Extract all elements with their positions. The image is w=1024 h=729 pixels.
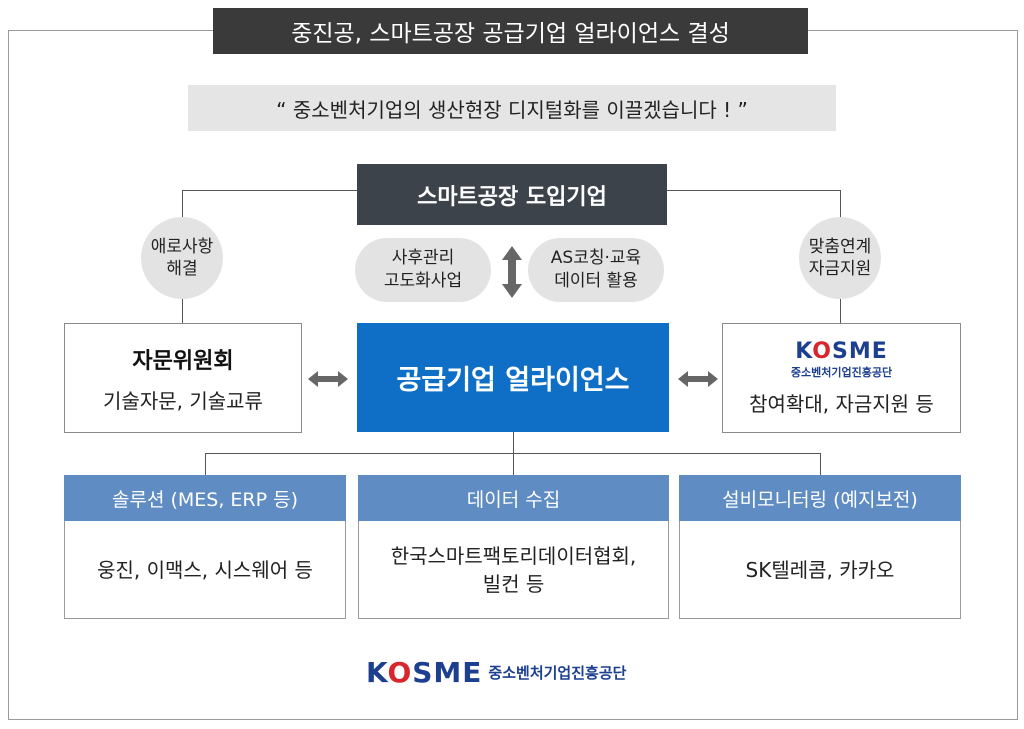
double-arrow-icon: [308, 371, 348, 387]
column-text: 한국스마트팩토리데이터협회,: [390, 543, 637, 568]
column-header: 데이터 수집: [358, 475, 669, 521]
connector-line: [667, 190, 841, 191]
connector-line: [182, 190, 183, 220]
diagram-title: 중진공, 스마트공장 공급기업 얼라이언스 결성: [213, 8, 808, 54]
pill-text: 사후관리: [391, 248, 455, 268]
connector-line: [205, 453, 206, 475]
kosme-name: 중소벤처기업진흥공단: [790, 366, 893, 379]
double-arrow-icon: [678, 371, 718, 387]
footer-kosme-name: 중소벤처기업진흥공단: [488, 664, 627, 682]
pill-text: AS코칭·교육: [550, 248, 642, 268]
column-header: 설비모니터링 (예지보전): [679, 475, 961, 521]
column-header: 솔루션 (MES, ERP 등): [64, 475, 346, 521]
connector-line: [513, 432, 514, 453]
advisory-title: 자문위원회: [132, 348, 234, 374]
kosme-logo: KOSME: [795, 339, 888, 364]
column-body: 한국스마트팩토리데이터협회, 빌컨 등: [358, 521, 669, 619]
pill-text: 데이터 활용: [554, 271, 638, 291]
quote-banner: “ 중소벤처기업의 생산현장 디지털화를 이끌겠습니다 ! ”: [188, 85, 836, 131]
connector-line: [820, 453, 821, 475]
pill-text: 고도화사업: [383, 271, 463, 291]
solution-column: 솔루션 (MES, ERP 등) 웅진, 이맥스, 시스웨어 등: [64, 475, 346, 619]
column-body: 웅진, 이맥스, 시스웨어 등: [64, 521, 346, 619]
up-down-arrow-icon: [502, 246, 522, 298]
circle-text: 해결: [166, 259, 198, 279]
connector-line: [513, 453, 514, 475]
connector-line: [182, 190, 357, 191]
equipment-monitoring-column: 설비모니터링 (예지보전) SK텔레콤, 카카오: [679, 475, 961, 619]
kosme-box: KOSME 중소벤처기업진흥공단 참여확대, 자금지원 등: [722, 323, 961, 433]
footer-kosme-logo: KOSME 중소벤처기업진흥공단: [366, 656, 627, 689]
advisory-desc: 기술자문, 기술교류: [103, 388, 263, 413]
column-body: SK텔레콤, 카카오: [679, 521, 961, 619]
column-text: 웅진, 이맥스, 시스웨어 등: [97, 557, 313, 582]
connector-line: [840, 298, 841, 323]
smart-factory-adopters-box: 스마트공장 도입기업: [357, 164, 667, 225]
connector-line: [182, 298, 183, 323]
data-collection-column: 데이터 수집 한국스마트팩토리데이터협회, 빌컨 등: [358, 475, 669, 619]
circle-text: 애로사항: [150, 237, 214, 257]
connector-line: [840, 190, 841, 220]
circle-text: 자금지원: [808, 259, 872, 279]
column-text: SK텔레콤, 카카오: [745, 557, 895, 582]
column-text: 빌컨 등: [482, 571, 545, 596]
circle-text: 맞춤연계: [808, 237, 872, 257]
supplier-alliance-box: 공급기업 얼라이언스: [357, 323, 669, 432]
advisory-committee-box: 자문위원회 기술자문, 기술교류: [64, 323, 302, 433]
kosme-desc: 참여확대, 자금지원 등: [749, 392, 934, 416]
